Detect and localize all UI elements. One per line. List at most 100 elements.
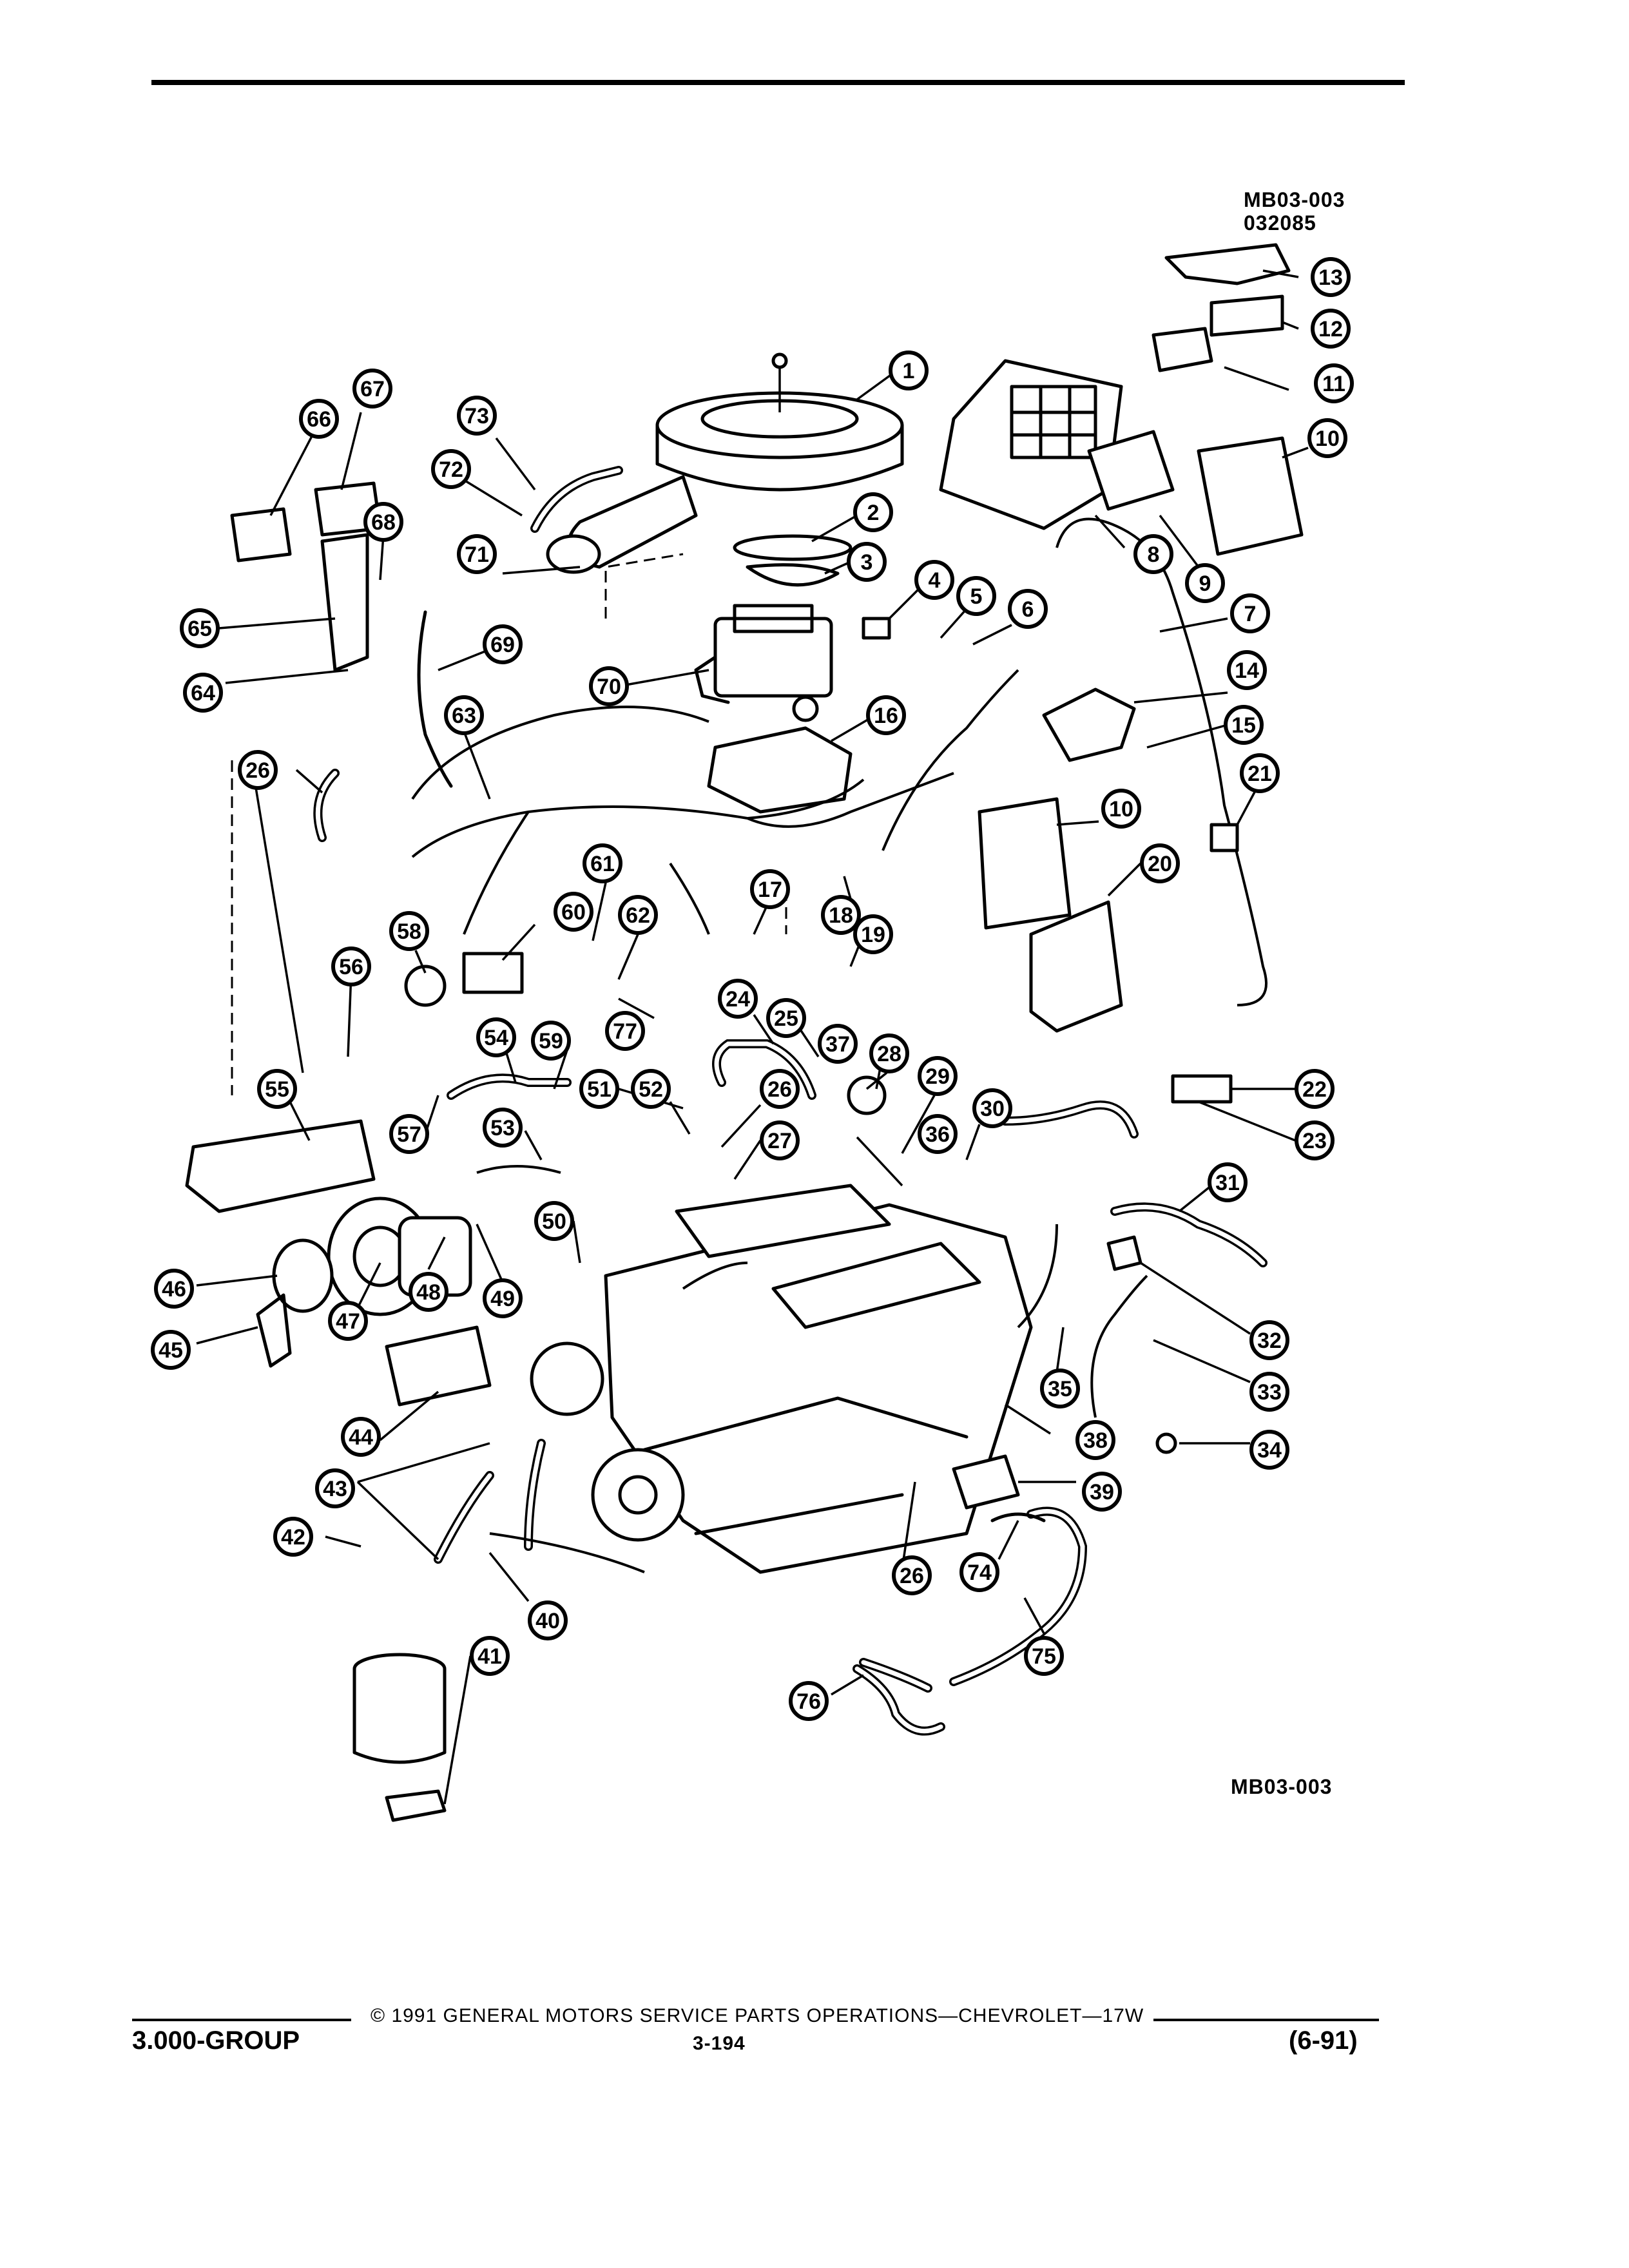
figure-ref-code: MB03-003 <box>1231 1775 1333 1798</box>
callout-number: 65 <box>188 617 212 641</box>
callout-number: 56 <box>339 955 363 979</box>
callout-47: 47 <box>328 1301 368 1341</box>
callout-circle <box>718 979 758 1019</box>
footer-group: 3.000-GROUP <box>132 2026 300 2055</box>
callout-67: 67 <box>352 369 392 408</box>
callout-75: 75 <box>1024 1636 1064 1676</box>
callout-circle <box>589 666 629 706</box>
callout-circle <box>1230 593 1270 633</box>
canister-bracket-41-drawing <box>385 1789 447 1822</box>
callout-circle <box>1140 843 1180 883</box>
callout-69: 69 <box>483 624 523 664</box>
callout-number: 8 <box>1148 543 1160 567</box>
line-50-drawing <box>682 1262 748 1290</box>
callout-number: 13 <box>1318 265 1343 290</box>
callout-27: 27 <box>760 1120 800 1160</box>
callout-number: 43 <box>323 1477 347 1501</box>
callout-number: 70 <box>597 675 621 699</box>
footer-copyright: © 1991 GENERAL MOTORS SERVICE PARTS OPER… <box>371 2005 1144 2026</box>
callout-41: 41 <box>470 1636 510 1676</box>
ecm-bracket-drawing <box>1029 900 1123 1033</box>
engine-block-drawing <box>530 1184 1033 1574</box>
callout-number: 24 <box>726 987 750 1012</box>
callout-6: 6 <box>1008 589 1048 629</box>
callout-number: 3 <box>861 550 873 575</box>
callout-number: 44 <box>349 1425 373 1450</box>
callout-61: 61 <box>583 843 622 883</box>
sensor-66-drawing <box>230 507 292 562</box>
callout-number: 66 <box>307 407 331 432</box>
callout-circle <box>1311 309 1351 349</box>
callout-number: 15 <box>1231 713 1256 738</box>
callout-1: 1 <box>889 351 929 390</box>
callout-circle <box>180 608 220 648</box>
line-53-drawing <box>476 1165 561 1174</box>
callout-7: 7 <box>1230 593 1270 633</box>
callout-number: 14 <box>1235 658 1259 683</box>
callout-circle <box>618 895 658 935</box>
callout-73: 73 <box>457 396 497 436</box>
callout-circle <box>1307 418 1347 458</box>
bracket-65-drawing <box>320 533 369 672</box>
callout-number: 20 <box>1148 852 1172 876</box>
callout-58: 58 <box>389 911 429 951</box>
callout-circle <box>534 1201 574 1241</box>
callout-number: 53 <box>490 1116 515 1140</box>
callout-circle <box>1024 1636 1064 1676</box>
callout-circle <box>750 869 790 909</box>
callout-circle <box>631 1069 671 1109</box>
callout-circle <box>154 1269 194 1309</box>
callout-number: 47 <box>336 1309 360 1334</box>
callout-10: 10 <box>1307 418 1347 458</box>
callout-42: 42 <box>273 1517 313 1557</box>
callout-circle <box>444 695 484 735</box>
callout-number: 68 <box>371 510 396 535</box>
callout-46: 46 <box>154 1269 194 1309</box>
callout-53: 53 <box>483 1108 523 1148</box>
callout-9: 9 <box>1185 563 1225 603</box>
callout-circle <box>869 1033 909 1073</box>
header-date-code: 032085 <box>1244 211 1316 235</box>
callout-circle <box>1008 589 1048 629</box>
callout-number: 34 <box>1257 1438 1282 1463</box>
callout-circle <box>299 399 339 439</box>
callout-circle <box>528 1600 568 1640</box>
callout-3: 3 <box>847 542 887 582</box>
callout-number: 41 <box>477 1644 502 1669</box>
callout-number: 25 <box>774 1006 798 1031</box>
relay-drawing <box>1210 294 1284 337</box>
callout-35: 35 <box>1040 1369 1080 1408</box>
callout-8: 8 <box>1133 534 1173 574</box>
callout-number: 1 <box>903 359 915 383</box>
callout-15: 15 <box>1224 705 1264 745</box>
air-pump-drawing <box>327 1196 472 1316</box>
callout-circle <box>238 750 278 790</box>
corrugated-hose-drawing <box>417 610 453 788</box>
bracket-drawing <box>1164 243 1291 285</box>
callout-38: 38 <box>1075 1420 1115 1460</box>
hoses-drawing <box>313 466 1268 1693</box>
callout-circle <box>476 1017 516 1057</box>
callout-number: 28 <box>877 1042 901 1066</box>
callout-68: 68 <box>363 502 403 542</box>
callout-49: 49 <box>483 1278 523 1318</box>
callout-number: 62 <box>626 903 650 928</box>
callout-number: 31 <box>1215 1171 1240 1195</box>
callout-circle <box>1311 257 1351 297</box>
callout-number: 17 <box>758 878 782 902</box>
callout-number: 37 <box>825 1032 850 1057</box>
callout-10: 10 <box>1101 789 1141 829</box>
callout-circle <box>363 502 403 542</box>
module-housing-drawing <box>939 359 1123 530</box>
parts-artwork <box>185 243 1304 1822</box>
callout-26: 26 <box>238 750 278 790</box>
callout-21: 21 <box>1240 753 1280 793</box>
callout-circle <box>531 1021 571 1061</box>
callout-number: 50 <box>542 1209 566 1234</box>
callout-circle <box>1249 1320 1289 1360</box>
callout-number: 21 <box>1248 762 1272 786</box>
footer-revision: (6-91) <box>1289 2026 1358 2055</box>
callout-circle <box>583 843 622 883</box>
callout-number: 64 <box>191 681 215 706</box>
